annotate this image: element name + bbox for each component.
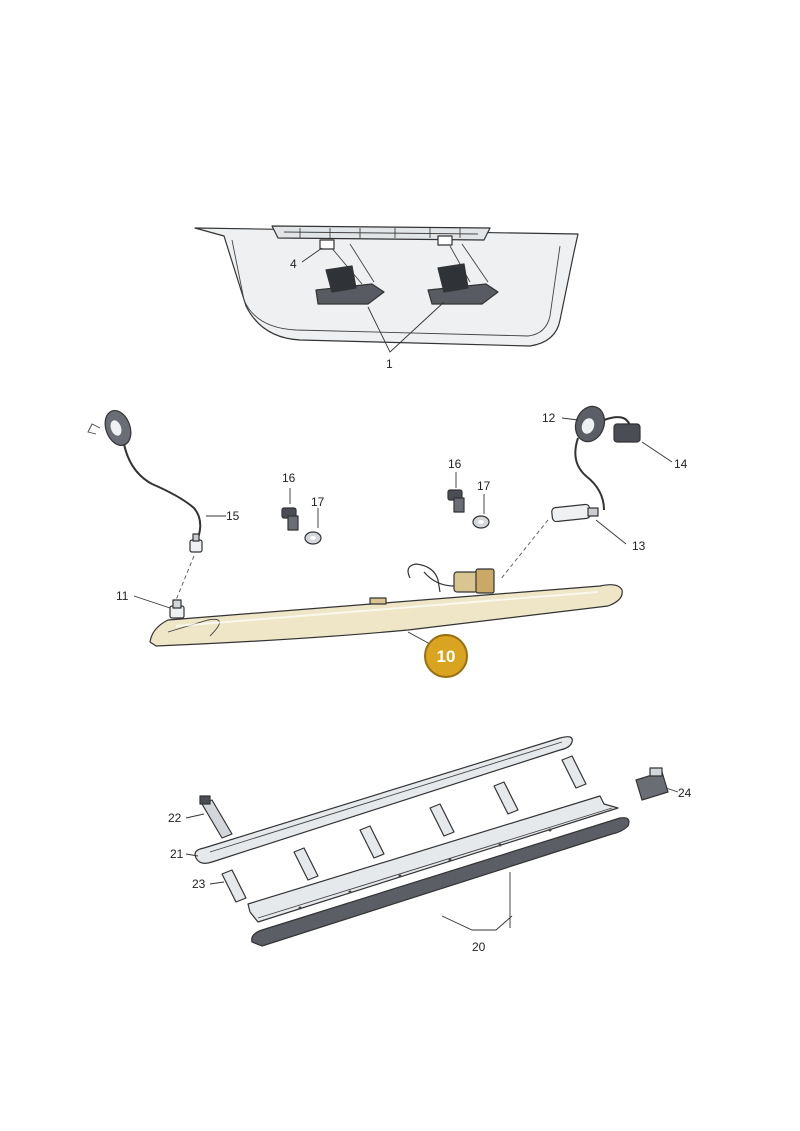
callout-24: 24	[678, 786, 692, 800]
leader-23	[209, 881, 225, 885]
licence-plate-light-right	[427, 235, 499, 305]
washer-17-left	[304, 531, 322, 545]
licence-plate-light-left	[315, 239, 385, 305]
callout-17-left: 17	[311, 495, 325, 509]
callout-16-right: 16	[448, 457, 462, 471]
leader-13	[595, 519, 627, 545]
callout-1: 1	[386, 357, 393, 371]
leader-1	[367, 301, 445, 353]
callout-12: 12	[542, 411, 556, 425]
washer-nozzle-hose-right	[551, 405, 641, 523]
callout-17-right: 17	[477, 479, 491, 493]
connector-24	[635, 767, 669, 801]
leader-12	[561, 417, 579, 421]
leader-4	[301, 247, 323, 263]
callout-21: 21	[170, 847, 184, 861]
callout-20: 20	[472, 940, 486, 954]
callout-16-left: 16	[282, 471, 296, 485]
screw-16-left	[281, 507, 299, 531]
brake-light-connector-pigtail	[369, 563, 495, 605]
washer-17-right	[472, 515, 490, 529]
callout-15: 15	[226, 509, 240, 523]
callout-22: 22	[168, 811, 182, 825]
brake-light-housing	[149, 584, 623, 647]
callout-4: 4	[290, 257, 297, 271]
leader-22	[185, 813, 205, 819]
fitting-line-right	[499, 519, 549, 581]
leader-10	[407, 631, 431, 645]
leader-24	[665, 787, 679, 793]
callout-10: 10	[437, 647, 456, 666]
callout-11: 11	[116, 589, 129, 603]
screw-16-right	[447, 489, 465, 513]
clip-22	[199, 795, 233, 839]
clips-23	[221, 755, 587, 903]
fitting-line-left	[175, 555, 195, 601]
callout-14: 14	[674, 457, 688, 471]
leader-11	[133, 595, 171, 609]
tailgate-assembly	[194, 225, 579, 347]
callout-23: 23	[192, 877, 206, 891]
stud-11	[169, 599, 185, 619]
leader-20	[441, 872, 513, 931]
leader-21	[185, 853, 199, 857]
highlight-badge-10: 10	[424, 634, 468, 678]
washer-nozzle-hose-left	[87, 409, 203, 553]
callout-13: 13	[632, 539, 646, 553]
leader-14	[641, 441, 673, 463]
light-strip-20	[247, 795, 630, 947]
seal-strip-21	[194, 736, 573, 864]
